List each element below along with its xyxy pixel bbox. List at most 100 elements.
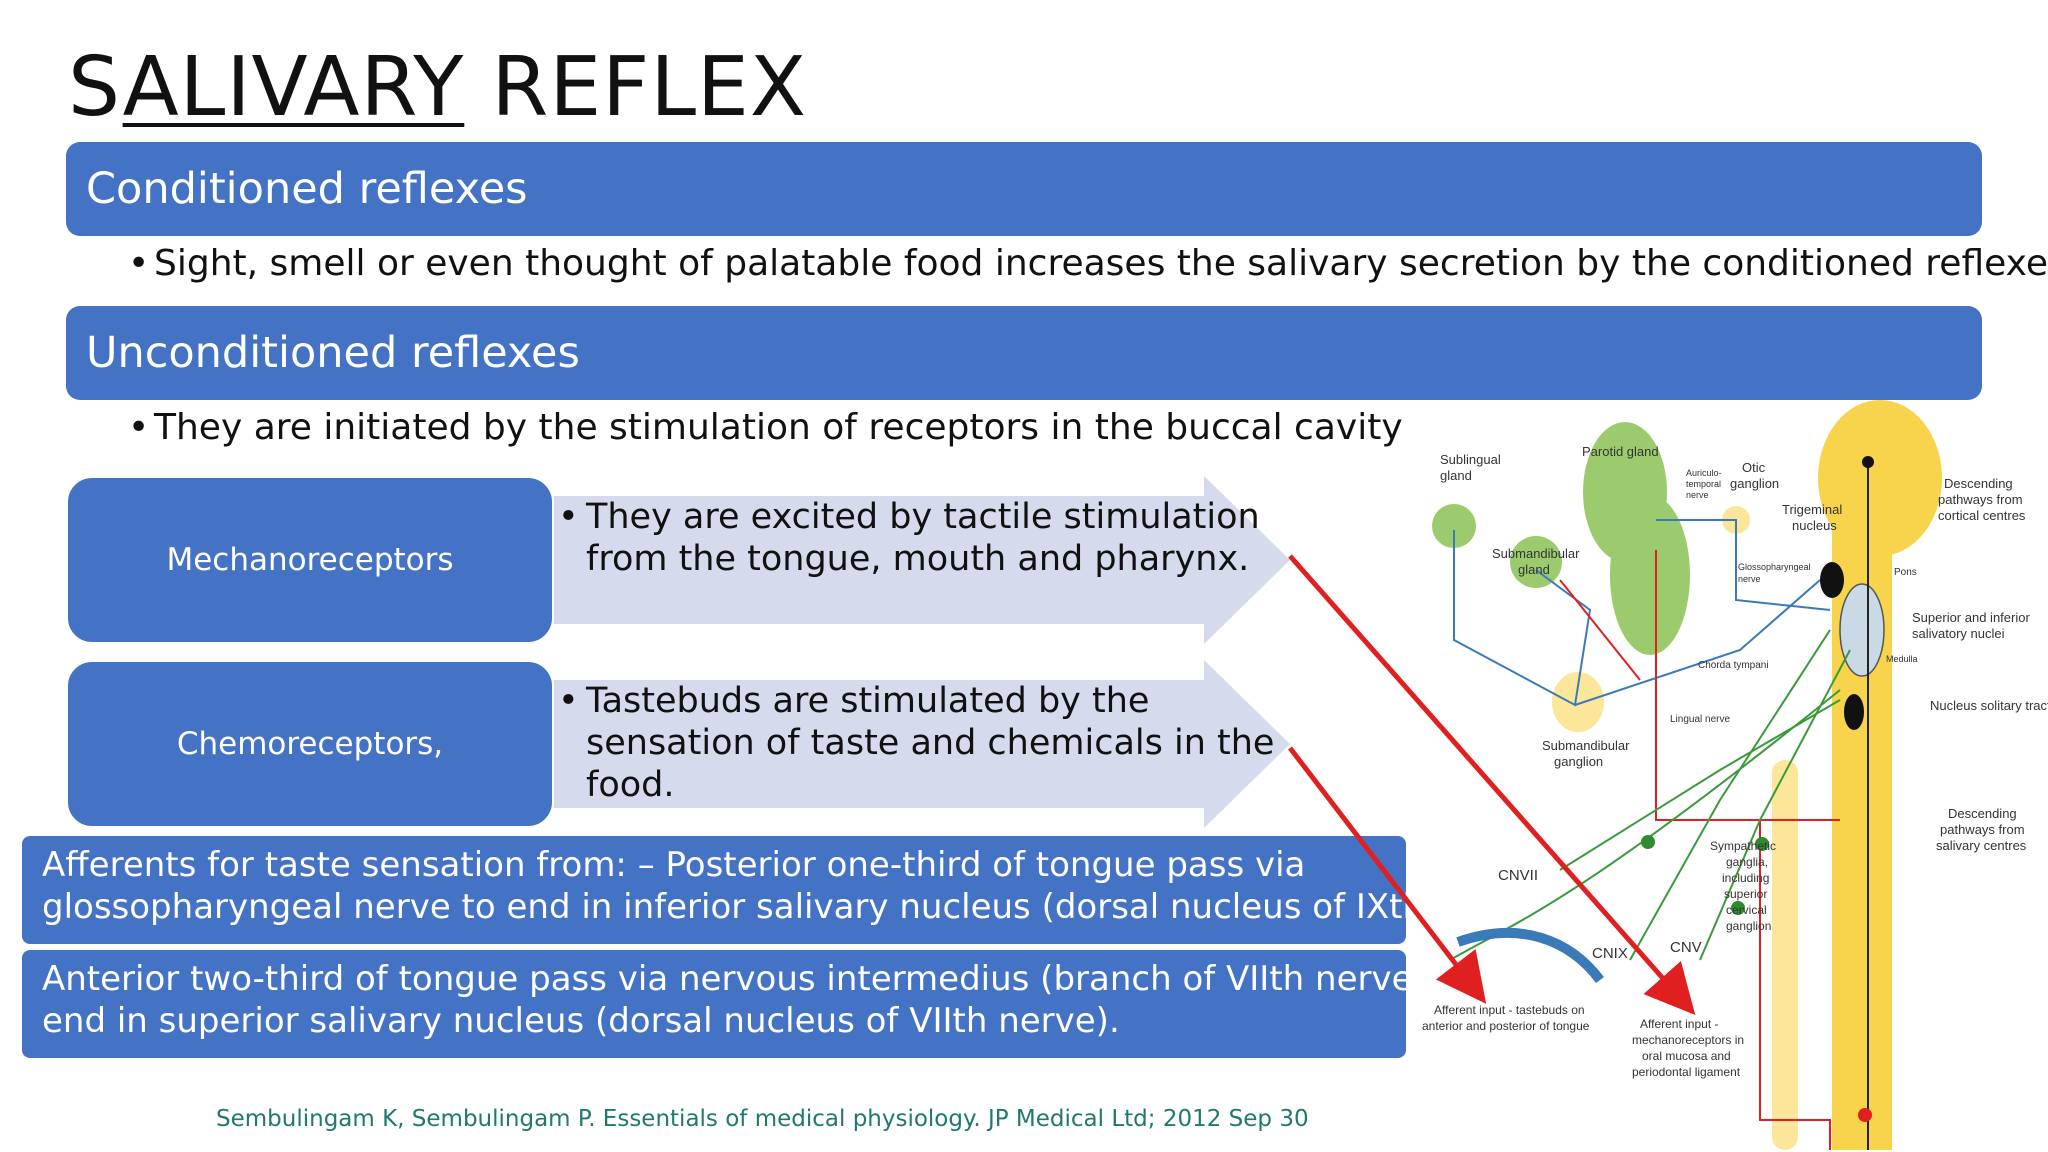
label-lingual: Lingual nerve <box>1670 714 1730 725</box>
label-otic-2: ganglion <box>1730 476 1779 491</box>
label-desc-salivary-1: Descending <box>1948 806 2017 821</box>
label-glosso-1: Glossopharyngeal <box>1738 562 1811 572</box>
label-pons: Pons <box>1894 567 1917 578</box>
label-cnv: CNV <box>1670 939 1702 956</box>
spinal-cord <box>1832 460 1892 1150</box>
tract-node <box>1862 456 1874 468</box>
tongue-arc <box>1456 927 1604 984</box>
chemo-line-1: Tastebuds are stimulated by the <box>586 681 1150 721</box>
conditioned-bullet: •Sight, smell or even thought of palatab… <box>128 242 2048 286</box>
cnix-node <box>1641 835 1655 849</box>
bullet-glyph: • <box>558 681 579 721</box>
label-desc-salivary-3: salivary centres <box>1936 838 2027 853</box>
label-afferent-mech-4: periodontal ligament <box>1632 1065 1741 1079</box>
svg-text:Afferent input -mechanorecepto: Afferent input - mechanoreceptors in oral … <box>1632 1017 1744 1079</box>
label-afferent-mech-1: Afferent input - <box>1640 1017 1719 1031</box>
label-afferent-taste-1: Afferent input - tastebuds on <box>1434 1003 1585 1017</box>
label-desc-cortical-3: cortical centres <box>1938 508 2026 523</box>
afferents-line-3: Anterior two-third of tongue pass via ne… <box>42 959 1471 999</box>
chemoreceptor-arrow: •Tastebuds are stimulated by the sensati… <box>548 660 1290 828</box>
mechano-line-1: They are excited by tactile stimulation <box>586 497 1260 537</box>
label-sublingual-1: Sublingual <box>1440 452 1501 467</box>
afferents-anterior-note: Anterior two-third of tongue pass via ne… <box>22 950 1471 1058</box>
label-auriculo-3: nerve <box>1686 490 1709 500</box>
title-suffix: REFLEX <box>464 40 807 135</box>
unconditioned-heading: Unconditioned reflexes <box>86 328 580 378</box>
label-solitary: Nucleus solitary tract <box>1930 698 2048 713</box>
title-prefix: S <box>68 40 123 135</box>
afferents-posterior-note: Afferents for taste sensation from: – Po… <box>22 836 1557 944</box>
conditioned-bullet-text: Sight, smell or even thought of palatabl… <box>154 243 2048 284</box>
label-afferent-mech-2: mechanoreceptors in <box>1632 1033 1744 1047</box>
label-auriculo-1: Auriculo- <box>1686 468 1722 478</box>
bullet-glyph: • <box>558 497 579 537</box>
unconditioned-heading-band: Unconditioned reflexes <box>66 306 1982 400</box>
label-auriculo-2: temporal <box>1686 479 1721 489</box>
reference-text: Sembulingam K, Sembulingam P. Essentials… <box>216 1106 1309 1132</box>
sublingual-gland <box>1432 504 1476 548</box>
label-sublingual-2: gland <box>1440 468 1472 483</box>
label-medulla: Medulla <box>1886 654 1918 664</box>
chemoreceptors-box: Chemoreceptors, <box>66 660 554 828</box>
label-chorda: Chorda tympani <box>1698 660 1769 671</box>
mechanoreceptor-description: •They are excited by tactile stimulation… <box>558 496 1260 580</box>
blue-nerve-3 <box>1656 519 1831 611</box>
conditioned-heading: Conditioned reflexes <box>86 164 528 214</box>
afferents-line-1: Afferents for taste sensation from: – Po… <box>42 845 1306 885</box>
label-sympathetic-3: including <box>1722 871 1769 885</box>
label-afferent-taste-2: anterior and posterior of tongue <box>1422 1019 1590 1033</box>
label-glosso-2: nerve <box>1738 574 1761 584</box>
mechanoreceptor-arrow: •They are excited by tactile stimulation… <box>548 476 1290 644</box>
label-sympathetic-5: cervical <box>1726 903 1767 917</box>
label-desc-cortical-2: pathways from <box>1938 492 2023 507</box>
label-desc-cortical-1: Descending <box>1944 476 2013 491</box>
label-sympathetic-4: superior <box>1724 887 1767 901</box>
label-sympathetic-6: ganglion <box>1726 919 1771 933</box>
label-trigeminal-1: Trigeminal <box>1782 502 1842 517</box>
afferents-line-4: end in superior salivary nucleus (dorsal… <box>42 1001 1120 1041</box>
trigeminal-nucleus <box>1820 562 1844 598</box>
label-desc-salivary-2: pathways from <box>1940 822 2025 837</box>
label-afferent-mech-3: oral mucosa and <box>1642 1049 1731 1063</box>
label-submandibular-ganglion-2: ganglion <box>1554 754 1603 769</box>
label-trigeminal-2: nucleus <box>1792 518 1837 533</box>
label-cnix: CNIX <box>1592 945 1628 962</box>
cnv-node <box>1731 901 1745 915</box>
arrow-shape <box>548 476 1290 644</box>
conditioned-heading-band: Conditioned reflexes <box>66 142 1982 236</box>
label-salivatory-1: Superior and inferior <box>1912 610 2030 625</box>
afferents-line-2: glossopharyngeal nerve to end in inferio… <box>42 887 1557 927</box>
label-submandibular-ganglion-1: Submandibular <box>1542 738 1630 753</box>
sympathetic-chain <box>1772 760 1798 1150</box>
label-cnvii: CNVII <box>1498 867 1538 884</box>
red-nerve-2 <box>1759 820 1831 1150</box>
chemoreceptor-description: •Tastebuds are stimulated by the sensati… <box>558 680 1274 806</box>
label-submandibular-gland-1: Submandibular <box>1492 546 1580 561</box>
mechano-line-2: from the tongue, mouth and pharynx. <box>586 539 1250 579</box>
cnvii-node <box>1755 837 1769 851</box>
bullet-glyph: • <box>128 243 150 284</box>
blue-nerve-2 <box>1574 579 1821 706</box>
mechanoreceptors-label: Mechanoreceptors <box>166 542 454 578</box>
title-underlined: ALIVARY <box>122 40 465 135</box>
mechanoreceptors-box: Mechanoreceptors <box>66 476 554 644</box>
label-salivatory-2: salivatory nuclei <box>1912 626 2005 641</box>
unconditioned-bullet-text: They are initiated by the stimulation of… <box>154 407 1403 448</box>
label-submandibular-gland-2: gland <box>1518 562 1550 577</box>
bullet-glyph: • <box>128 407 150 448</box>
reference-citation: Sembulingam K, Sembulingam P. Essentials… <box>216 1106 1309 1132</box>
solitary-nucleus <box>1844 694 1864 730</box>
unconditioned-bullet: •They are initiated by the stimulation o… <box>128 406 1403 450</box>
label-sympathetic-2: ganglia, <box>1726 855 1768 869</box>
svg-text:Afferent input - tastebuds ona: Afferent input - tastebuds on anterior an… <box>1422 1003 1590 1033</box>
label-parotid: Parotid gland <box>1582 444 1659 459</box>
